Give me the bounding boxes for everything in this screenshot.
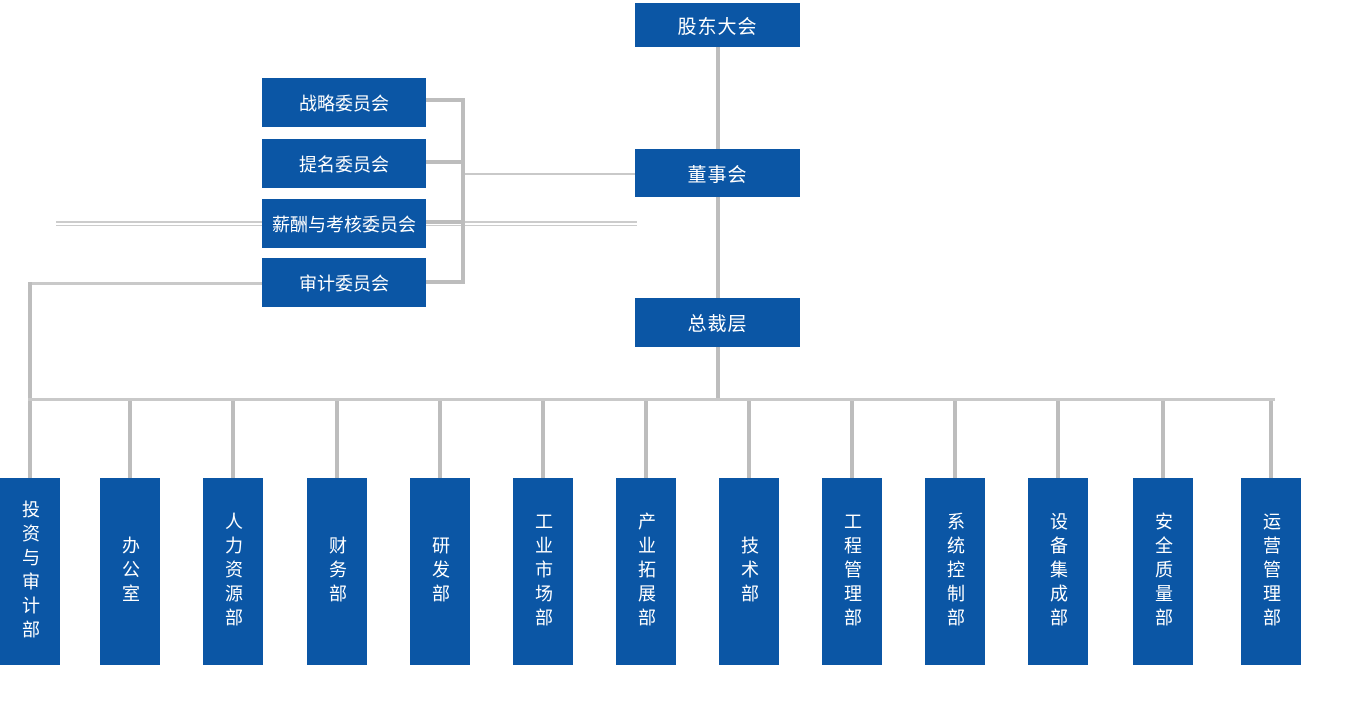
department-node-safety-quality: 安全质量部 — [1133, 478, 1193, 665]
department-node-system-control: 系统控制部 — [925, 478, 985, 665]
org-node-label: 总裁层 — [687, 314, 748, 335]
connector-president-to-bus — [716, 347, 720, 399]
connector-drop-hr — [231, 401, 235, 478]
department-node-industry-expansion: 产业拓展部 — [616, 478, 676, 665]
connector-drop-technology — [747, 401, 751, 478]
committee-label: 审计委员会 — [299, 273, 389, 294]
department-label: 产业拓展部 — [636, 511, 656, 632]
connector-compensation-stub — [425, 220, 465, 224]
department-node-industrial-market: 工业市场部 — [513, 478, 573, 665]
department-node-operations-management: 运营管理部 — [1241, 478, 1301, 665]
department-label: 财务部 — [327, 535, 347, 608]
department-node-research-development: 研发部 — [410, 478, 470, 665]
connector-drop-industrial-market — [541, 401, 545, 478]
department-node-engineering-management: 工程管理部 — [822, 478, 882, 665]
department-label: 技术部 — [739, 535, 759, 608]
connector-audit-branch-vertical — [28, 282, 32, 478]
department-label: 研发部 — [430, 535, 450, 608]
connector-drop-industry-expansion — [644, 401, 648, 478]
department-label: 办公室 — [120, 535, 140, 608]
department-node-office: 办公室 — [100, 478, 160, 665]
org-node-president-level: 总裁层 — [635, 298, 800, 347]
connector-drop-finance — [335, 401, 339, 478]
department-label: 安全质量部 — [1153, 511, 1173, 632]
department-node-investment-audit: 投资与审计部 — [0, 478, 60, 665]
connector-department-bus — [28, 398, 1275, 401]
department-label: 投资与审计部 — [20, 499, 40, 644]
connector-strategy-stub — [425, 98, 465, 102]
connector-drop-rnd — [438, 401, 442, 478]
committee-node-strategy: 战略委员会 — [262, 78, 426, 127]
connector-drop-operations — [1269, 401, 1273, 478]
department-node-technology: 技术部 — [719, 478, 779, 665]
org-node-label: 股东大会 — [677, 16, 758, 38]
connector-drop-office — [128, 401, 132, 478]
connector-nomination-stub — [425, 160, 465, 164]
committee-node-nomination: 提名委员会 — [262, 139, 426, 188]
connector-audit-branch-horizontal — [30, 282, 262, 285]
org-node-label: 董事会 — [687, 164, 748, 186]
department-node-human-resources: 人力资源部 — [203, 478, 263, 665]
department-node-equipment-integration: 设备集成部 — [1028, 478, 1088, 665]
department-label: 设备集成部 — [1048, 511, 1068, 632]
committee-label: 提名委员会 — [299, 154, 389, 175]
committee-node-compensation-assessment: 薪酬与考核委员会 — [262, 199, 426, 248]
connector-shareholders-to-board — [716, 47, 720, 149]
connector-drop-safety-quality — [1161, 401, 1165, 478]
connector-drop-system-control — [953, 401, 957, 478]
org-node-board-of-directors: 董事会 — [635, 149, 800, 197]
committee-label: 战略委员会 — [299, 93, 389, 114]
department-label: 人力资源部 — [223, 511, 243, 632]
connector-drop-engineering — [850, 401, 854, 478]
committee-node-audit: 审计委员会 — [262, 258, 426, 307]
connector-committee-trunk — [461, 98, 465, 284]
connector-audit-stub — [425, 280, 465, 284]
department-label: 工程管理部 — [842, 511, 862, 632]
department-node-finance: 财务部 — [307, 478, 367, 665]
department-label: 系统控制部 — [945, 511, 965, 632]
department-label: 工业市场部 — [533, 511, 553, 632]
org-node-shareholders-meeting: 股东大会 — [635, 3, 800, 47]
connector-drop-equipment — [1056, 401, 1060, 478]
committee-label: 薪酬与考核委员会 — [272, 214, 416, 235]
connector-board-to-president — [716, 197, 720, 298]
connector-trunk-to-board — [465, 173, 635, 175]
department-label: 运营管理部 — [1261, 511, 1281, 632]
